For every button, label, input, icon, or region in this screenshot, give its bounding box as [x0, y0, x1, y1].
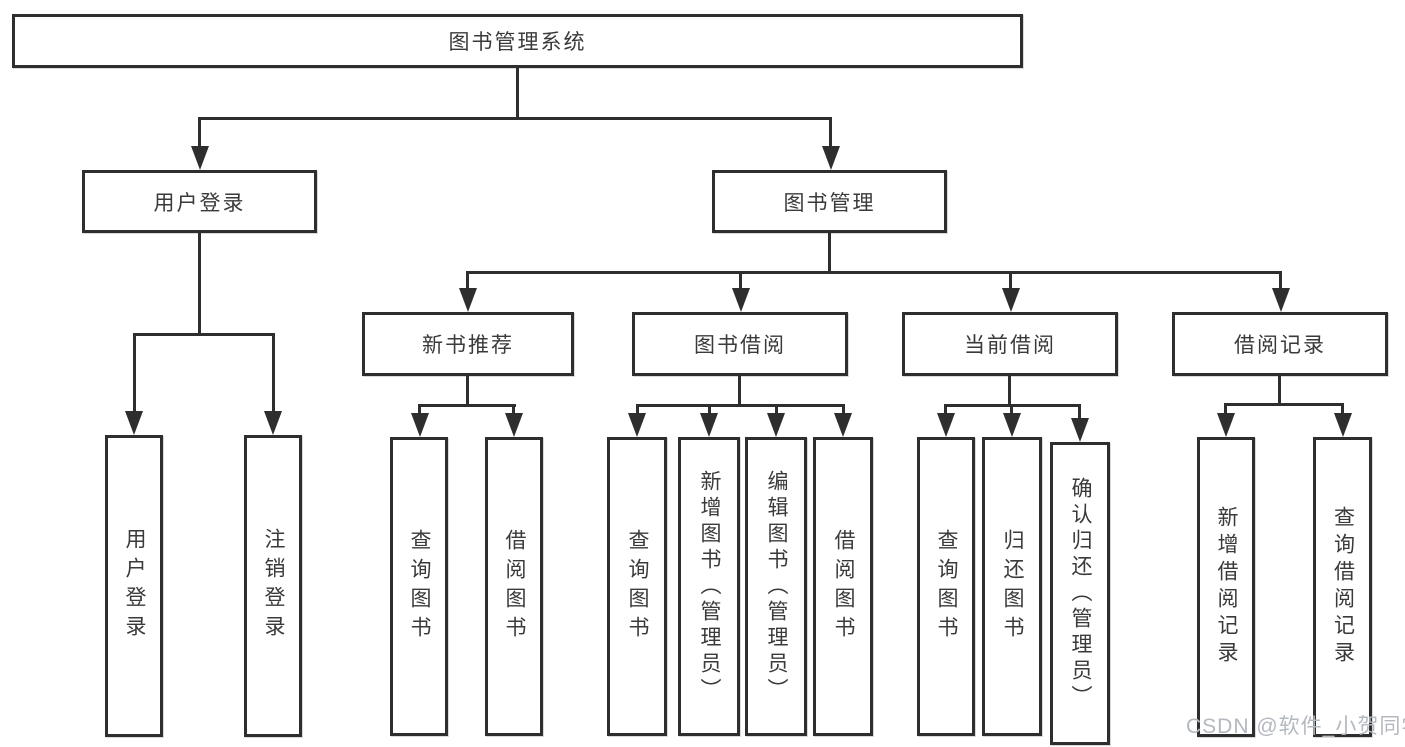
arrow-down-icon [822, 146, 840, 170]
node-book-management: 图书管理 [712, 170, 947, 233]
arrow-down-icon [125, 411, 143, 435]
leaf-add-book-admin: 新增图书（管理员） [678, 437, 740, 736]
arrow-down-icon [1272, 288, 1290, 312]
arrow-down-icon [1071, 418, 1089, 442]
node-user-login: 用户登录 [82, 170, 317, 233]
arrow-down-icon [411, 413, 429, 437]
leaf-borrow-books-borrowing: 借阅图书 [813, 437, 873, 736]
leaf-edit-book-admin: 编辑图书（管理员） [745, 437, 807, 736]
connector [418, 404, 516, 407]
leaf-query-books-current: 查询图书 [917, 437, 975, 736]
csdn-watermark: CSDN @软件_小贺同学 [1186, 715, 1405, 738]
arrow-down-icon [628, 413, 646, 437]
node-borrowing-records: 借阅记录 [1172, 312, 1388, 376]
arrow-down-icon [1003, 413, 1021, 437]
arrow-down-icon [264, 411, 282, 435]
connector [198, 233, 201, 335]
connector [512, 404, 515, 416]
connector [1078, 404, 1081, 421]
arrow-down-icon [700, 413, 718, 437]
node-book-borrowing: 图书借阅 [632, 312, 848, 376]
connector [1008, 376, 1011, 406]
leaf-add-borrow-record: 新增借阅记录 [1197, 437, 1255, 737]
arrow-down-icon [1217, 413, 1235, 437]
connector [418, 404, 421, 416]
arrow-down-icon [767, 413, 785, 437]
leaf-borrow-books-recommendation: 借阅图书 [485, 437, 543, 736]
node-new-book-recommendation: 新书推荐 [362, 312, 574, 376]
arrow-down-icon [459, 288, 477, 312]
connector [828, 233, 831, 273]
connector [1009, 271, 1012, 291]
connector [1279, 271, 1282, 291]
connector [775, 404, 778, 416]
connector [466, 376, 469, 406]
connector [944, 404, 947, 416]
leaf-query-borrow-record: 查询借阅记录 [1313, 437, 1372, 737]
connector [466, 271, 469, 291]
arrow-down-icon [505, 413, 523, 437]
connector [738, 376, 741, 406]
connector [1010, 404, 1013, 416]
connector [829, 117, 832, 149]
connector [133, 333, 275, 336]
connector [272, 333, 275, 413]
connector [516, 68, 519, 120]
arrow-down-icon [191, 146, 209, 170]
leaf-confirm-return-admin: 确认归还（管理员） [1050, 442, 1110, 745]
leaf-logout: 注销登录 [244, 435, 302, 737]
leaf-query-books-recommendation: 查询图书 [390, 437, 448, 736]
leaf-user-login: 用户登录 [105, 435, 163, 737]
connector [466, 271, 1282, 274]
connector [708, 404, 711, 416]
connector [133, 333, 136, 413]
leaf-query-books-borrowing: 查询图书 [607, 437, 667, 736]
node-current-borrowing: 当前借阅 [902, 312, 1118, 376]
connector [842, 404, 845, 416]
connector [198, 117, 832, 120]
arrow-down-icon [732, 288, 750, 312]
arrow-down-icon [1334, 413, 1352, 437]
leaf-return-book: 归还图书 [982, 437, 1042, 736]
node-library-system: 图书管理系统 [12, 14, 1023, 68]
connector [1224, 403, 1227, 416]
connector [1278, 376, 1281, 405]
connector [1341, 403, 1344, 416]
connector [198, 117, 201, 149]
arrow-down-icon [937, 413, 955, 437]
connector [636, 404, 844, 407]
connector [636, 404, 639, 416]
connector [1224, 403, 1344, 406]
connector [739, 271, 742, 291]
arrow-down-icon [1002, 288, 1020, 312]
arrow-down-icon [834, 413, 852, 437]
